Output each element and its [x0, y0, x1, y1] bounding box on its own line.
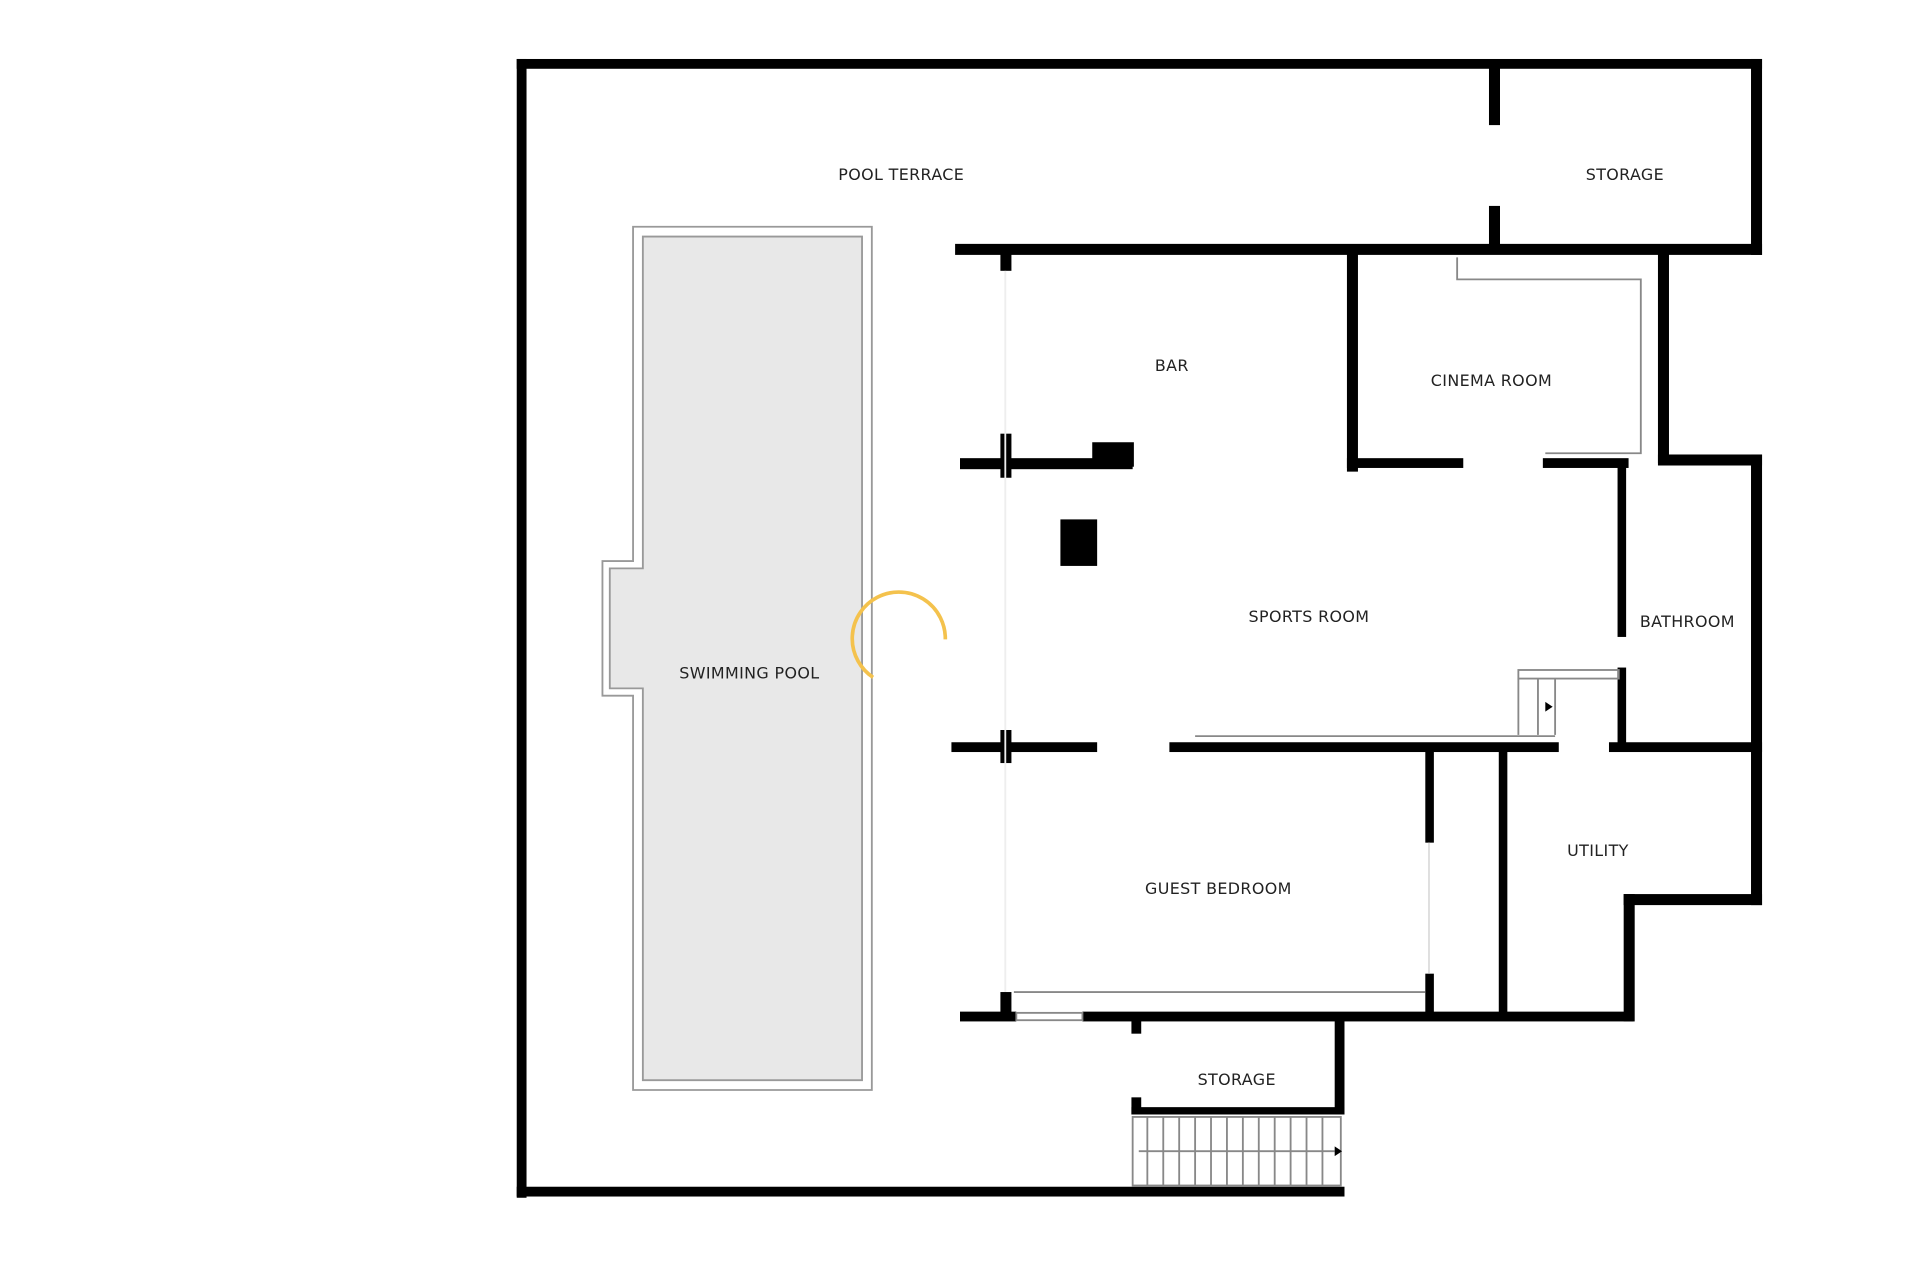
label-utility: UTILITY	[1567, 841, 1629, 860]
label-sports-room: SPORTS ROOM	[1249, 607, 1370, 626]
label-cinema-room: CINEMA ROOM	[1431, 371, 1552, 390]
room-labels: POOL TERRACE STORAGE BAR CINEMA ROOM SPO…	[679, 165, 1735, 1089]
label-storage-bottom: STORAGE	[1198, 1070, 1276, 1089]
loading-spinner-icon	[850, 590, 948, 679]
swimming-pool	[601, 225, 873, 1091]
label-storage-top: STORAGE	[1586, 165, 1664, 184]
label-pool-terrace: POOL TERRACE	[838, 165, 964, 184]
stairs	[1131, 1116, 1343, 1187]
label-bar: BAR	[1155, 356, 1189, 375]
label-bathroom: BATHROOM	[1640, 612, 1735, 631]
label-guest-bedroom: GUEST BEDROOM	[1145, 879, 1292, 898]
walls	[516, 58, 1763, 1198]
label-swimming-pool: SWIMMING POOL	[679, 664, 819, 683]
thin-details	[1004, 257, 1642, 1187]
